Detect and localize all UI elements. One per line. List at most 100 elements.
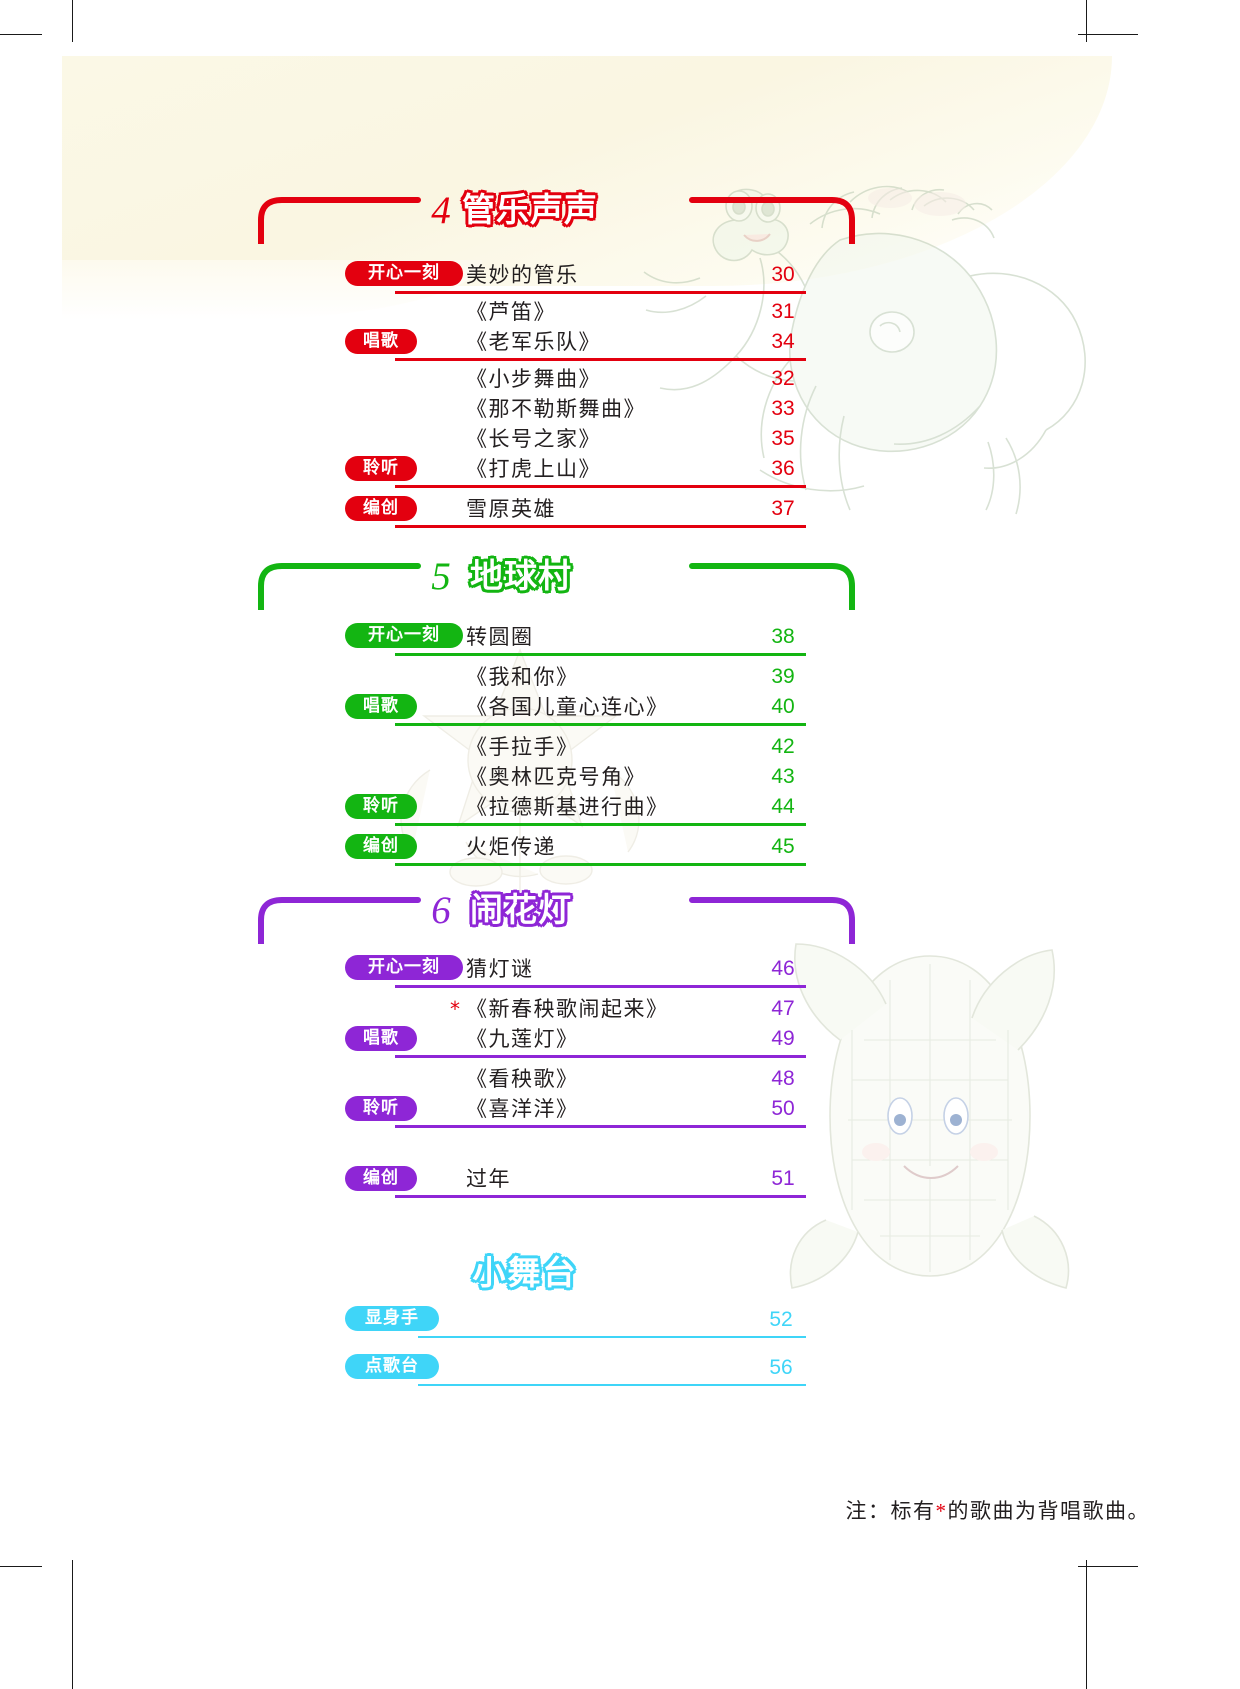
row-title: 《奥林匹克号角》 bbox=[466, 765, 646, 789]
group-divider bbox=[395, 1195, 806, 1198]
tag-xianshenshou[interactable]: 显身手 bbox=[345, 1306, 439, 1331]
row-title: 《新春秧歌闹起来》 bbox=[466, 997, 669, 1021]
row-title: 《长号之家》 bbox=[466, 427, 601, 451]
table-row[interactable]: 《小步舞曲》 32 bbox=[0, 364, 1240, 394]
row-page: 39 bbox=[771, 665, 795, 688]
unit-rule-4 bbox=[258, 197, 855, 244]
row-page: 33 bbox=[771, 397, 795, 420]
table-row[interactable]: 《手拉手》 42 bbox=[0, 732, 1240, 762]
table-row[interactable]: 开心一刻 美妙的管乐 30 bbox=[0, 260, 1240, 290]
row-title: 《小步舞曲》 bbox=[466, 367, 601, 391]
row-title: 《喜洋洋》 bbox=[466, 1097, 579, 1121]
table-row[interactable]: 《我和你》 39 bbox=[0, 662, 1240, 692]
row-title: 《我和你》 bbox=[466, 665, 579, 689]
stage-title: 小舞台 bbox=[472, 1253, 578, 1292]
footnote-suffix: 的歌曲为背唱歌曲。 bbox=[947, 1499, 1150, 1523]
table-row[interactable]: 唱歌 《九莲灯》 49 bbox=[0, 1024, 1240, 1054]
footnote-prefix: 注：标有 bbox=[845, 1499, 936, 1523]
row-page: 30 bbox=[771, 263, 795, 286]
table-row[interactable]: 开心一刻 猜灯谜 46 bbox=[0, 954, 1240, 984]
row-title: 《那不勒斯舞曲》 bbox=[466, 397, 646, 421]
row-page: 50 bbox=[771, 1097, 795, 1120]
group-divider bbox=[395, 291, 806, 294]
crop-mark bbox=[72, 0, 73, 42]
row-page: 56 bbox=[769, 1356, 793, 1379]
group-divider bbox=[395, 1125, 806, 1128]
unit-title: 闹花灯 bbox=[470, 890, 572, 929]
group-divider bbox=[395, 485, 806, 488]
table-row[interactable]: 点歌台 56 bbox=[0, 1353, 1240, 1383]
row-page: 40 bbox=[771, 695, 795, 718]
table-row[interactable]: 唱歌 《老军乐队》 34 bbox=[0, 327, 1240, 357]
unit-rule-6 bbox=[258, 897, 855, 944]
group-divider bbox=[395, 723, 806, 726]
row-page: 45 bbox=[771, 835, 795, 858]
tag-diangetai[interactable]: 点歌台 bbox=[345, 1354, 439, 1379]
table-row[interactable]: 编创 雪原英雄 37 bbox=[0, 494, 1240, 524]
table-row[interactable]: 开心一刻 转圆圈 38 bbox=[0, 622, 1240, 652]
table-row[interactable]: 编创 火炬传递 45 bbox=[0, 832, 1240, 862]
tag-kaixinyike[interactable]: 开心一刻 bbox=[345, 261, 463, 286]
table-row[interactable]: 聆听 《拉德斯基进行曲》 44 bbox=[0, 792, 1240, 822]
tag-changge[interactable]: 唱歌 bbox=[345, 1026, 417, 1051]
row-title: 《拉德斯基进行曲》 bbox=[466, 795, 669, 819]
crop-mark bbox=[0, 34, 42, 35]
footnote-star-icon: * bbox=[935, 1499, 948, 1523]
group-divider bbox=[395, 358, 806, 361]
tag-biangchuang[interactable]: 编创 bbox=[345, 496, 417, 521]
row-page: 51 bbox=[771, 1167, 795, 1190]
row-title: 转圆圈 bbox=[466, 625, 534, 649]
tag-lingting[interactable]: 聆听 bbox=[345, 456, 417, 481]
tag-kaixinyike[interactable]: 开心一刻 bbox=[345, 623, 463, 648]
row-page: 36 bbox=[771, 457, 795, 480]
crop-mark bbox=[1086, 1560, 1087, 1689]
row-title: 雪原英雄 bbox=[466, 497, 556, 521]
table-row[interactable]: 编创 过年 51 bbox=[0, 1164, 1240, 1194]
table-row[interactable]: 《长号之家》 35 bbox=[0, 424, 1240, 454]
tag-biangchuang[interactable]: 编创 bbox=[345, 1166, 417, 1191]
row-page: 52 bbox=[769, 1308, 793, 1331]
table-row[interactable]: 《芦笛》 31 bbox=[0, 297, 1240, 327]
table-row[interactable]: 聆听 《喜洋洋》 50 bbox=[0, 1094, 1240, 1124]
crop-mark bbox=[1078, 34, 1138, 35]
row-page: 44 bbox=[771, 795, 795, 818]
tag-lingting[interactable]: 聆听 bbox=[345, 794, 417, 819]
table-row[interactable]: 《那不勒斯舞曲》 33 bbox=[0, 394, 1240, 424]
tag-lingting[interactable]: 聆听 bbox=[345, 1096, 417, 1121]
row-page: 31 bbox=[771, 300, 795, 323]
table-row[interactable]: * 《新春秧歌闹起来》 47 bbox=[0, 994, 1240, 1024]
crop-mark bbox=[72, 1560, 73, 1689]
unit-title: 管乐声声 bbox=[462, 190, 598, 229]
table-row[interactable]: 唱歌 《各国儿童心连心》 40 bbox=[0, 692, 1240, 722]
group-divider bbox=[395, 863, 806, 866]
row-page: 49 bbox=[771, 1027, 795, 1050]
unit-title: 地球村 bbox=[470, 556, 572, 595]
group-divider bbox=[395, 823, 806, 826]
row-page: 47 bbox=[771, 997, 795, 1020]
table-row[interactable]: 《看秧歌》 48 bbox=[0, 1064, 1240, 1094]
tag-changge[interactable]: 唱歌 bbox=[345, 329, 417, 354]
tag-changge[interactable]: 唱歌 bbox=[345, 694, 417, 719]
group-divider bbox=[395, 1055, 806, 1058]
row-title: 《手拉手》 bbox=[466, 735, 579, 759]
row-page: 42 bbox=[771, 735, 795, 758]
unit-header-6: 6 闹花灯 bbox=[0, 886, 1240, 964]
tag-biangchuang[interactable]: 编创 bbox=[345, 834, 417, 859]
row-page: 32 bbox=[771, 367, 795, 390]
unit-number: 4 bbox=[431, 189, 451, 232]
unit-number: 5 bbox=[431, 555, 451, 598]
crop-mark bbox=[1086, 0, 1087, 42]
row-title: 《看秧歌》 bbox=[466, 1067, 579, 1091]
table-row[interactable]: 《奥林匹克号角》 43 bbox=[0, 762, 1240, 792]
unit-number: 6 bbox=[431, 889, 451, 932]
row-title: 《九莲灯》 bbox=[466, 1027, 579, 1051]
row-title: 《各国儿童心连心》 bbox=[466, 695, 669, 719]
row-page: 43 bbox=[771, 765, 795, 788]
row-page: 34 bbox=[771, 330, 795, 353]
table-row[interactable]: 显身手 52 bbox=[0, 1305, 1240, 1335]
table-row[interactable]: 聆听 《打虎上山》 36 bbox=[0, 454, 1240, 484]
row-title: 《芦笛》 bbox=[466, 300, 556, 324]
tag-kaixinyike[interactable]: 开心一刻 bbox=[345, 955, 463, 980]
row-title: 《打虎上山》 bbox=[466, 457, 601, 481]
